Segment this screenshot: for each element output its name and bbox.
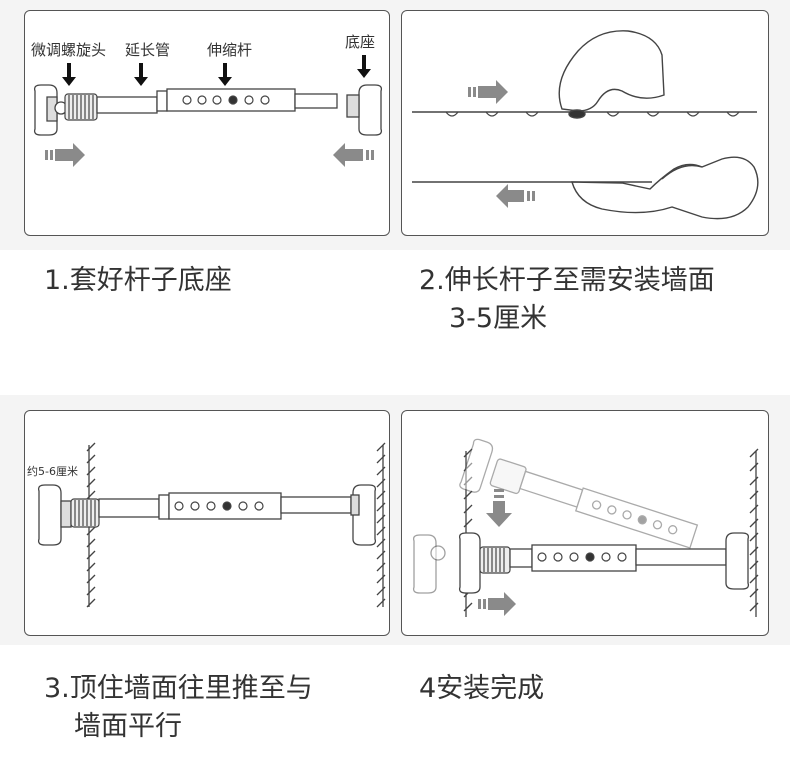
panel-step4 (401, 410, 769, 636)
caption-step3-line2: 墙面平行 (74, 711, 182, 742)
caption-step1-text: 1.套好杆子底座 (44, 265, 232, 296)
final-right-base (725, 532, 750, 590)
pressing-finger (558, 30, 665, 119)
right-base (350, 484, 377, 546)
direction-arrows (468, 80, 535, 208)
installation-complete-diagram (412, 438, 759, 617)
caption-step2: 2.伸长杆子至需安装墙面 3-5厘米 (419, 262, 715, 338)
pulling-hand (571, 156, 759, 220)
final-knob (479, 546, 511, 574)
push-to-wall-diagram: 约5-6厘米 (27, 442, 386, 608)
panel-step2 (401, 10, 769, 236)
panel-step3: 约5-6厘米 (24, 410, 390, 636)
final-holes (537, 552, 627, 562)
caption-step4-text: 4安装完成 (419, 673, 545, 704)
walls (86, 442, 386, 608)
label-telescopic: 伸缩杆 (207, 41, 252, 59)
caption-step2-line2: 3-5厘米 (449, 303, 548, 334)
label-base: 底座 (345, 33, 375, 51)
right-base (346, 84, 383, 136)
left-base (37, 484, 72, 546)
knob (70, 498, 100, 528)
left-base (33, 84, 68, 136)
caption-step3: 3.顶住墙面往里推至与 墙面平行 (44, 670, 313, 746)
label-extension: 延长管 (125, 41, 170, 59)
caption-step2-line1: 2.伸长杆子至需安装墙面 (419, 265, 715, 296)
caption-step4: 4安装完成 (419, 670, 544, 708)
final-tubes (509, 544, 727, 572)
final-left-base (412, 532, 481, 594)
tilted-rod-ghost (459, 438, 699, 549)
caption-step3-line1: 3.顶住墙面往里推至与 (44, 673, 313, 704)
rod-assembly-diagram: 微调螺旋头 延长管 伸缩杆 底座 (31, 33, 383, 167)
rod-holes (445, 111, 740, 117)
push-arrows (45, 143, 374, 167)
extend-rod-diagram (412, 30, 759, 220)
gap-label: 约5-6厘米 (27, 465, 78, 478)
motion-arrows (478, 489, 516, 616)
caption-step1: 1.套好杆子底座 (44, 262, 232, 300)
knob (64, 93, 98, 121)
down-arrow-icons (62, 55, 371, 86)
adjust-holes (182, 95, 270, 105)
panel-step1: 微调螺旋头 延长管 伸缩杆 底座 (24, 10, 390, 236)
label-knob: 微调螺旋头 (31, 41, 106, 59)
adjust-holes (174, 501, 264, 511)
